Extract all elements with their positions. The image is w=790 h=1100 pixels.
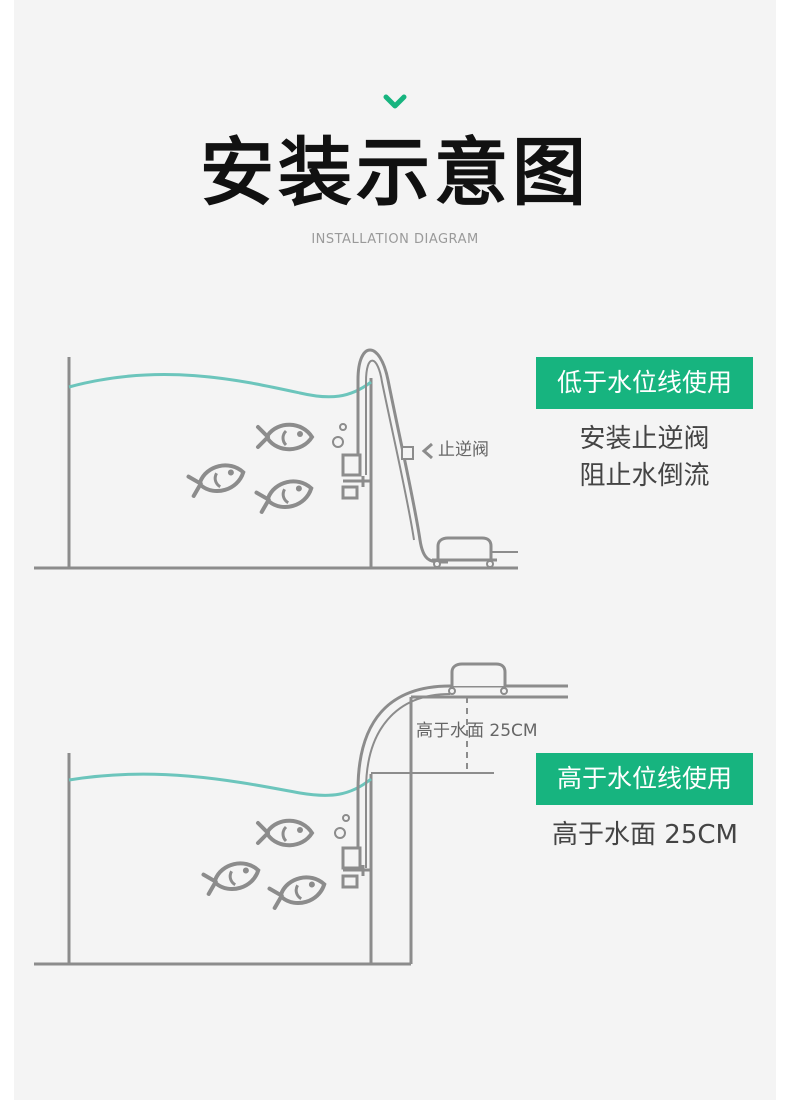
chevron-down-icon bbox=[383, 94, 407, 109]
arrow-left-icon bbox=[421, 442, 433, 460]
page-background bbox=[14, 0, 776, 1100]
page-subtitle: INSTALLATION DIAGRAM bbox=[311, 232, 479, 247]
fish-icon bbox=[256, 422, 314, 452]
diagram-below-water bbox=[34, 348, 518, 570]
outlet-hose bbox=[356, 684, 568, 868]
page-title: 安装示意图 bbox=[200, 130, 590, 216]
water-surface bbox=[68, 772, 372, 797]
fish-icon bbox=[200, 856, 264, 899]
bubble-icon bbox=[334, 814, 350, 839]
usage-badge-above-water: 高于水位线使用 bbox=[536, 753, 753, 805]
pump-icon bbox=[341, 846, 371, 889]
panel-1-description: 安装止逆阀 阻止水倒流 bbox=[536, 421, 753, 495]
diagram-above-water bbox=[34, 662, 568, 966]
bubble-icon bbox=[332, 423, 347, 448]
height-label: 高于水面 25CM bbox=[416, 721, 538, 741]
water-surface bbox=[68, 372, 372, 399]
check-valve-label: 止逆阀 bbox=[438, 440, 489, 460]
panel-2-description: 高于水面 25CM bbox=[552, 820, 738, 850]
filter-box bbox=[448, 662, 508, 695]
filter-box bbox=[432, 536, 518, 568]
usage-badge-below-water: 低于水位线使用 bbox=[536, 357, 753, 409]
description-line: 安装止逆阀 bbox=[579, 424, 710, 454]
fish-icon bbox=[266, 870, 330, 913]
pump-icon bbox=[341, 453, 371, 500]
fish-icon bbox=[185, 458, 249, 501]
fish-icon bbox=[256, 818, 314, 848]
description-line: 阻止水倒流 bbox=[579, 461, 710, 491]
fish-icon bbox=[253, 474, 317, 517]
check-valve-icon bbox=[401, 446, 414, 460]
